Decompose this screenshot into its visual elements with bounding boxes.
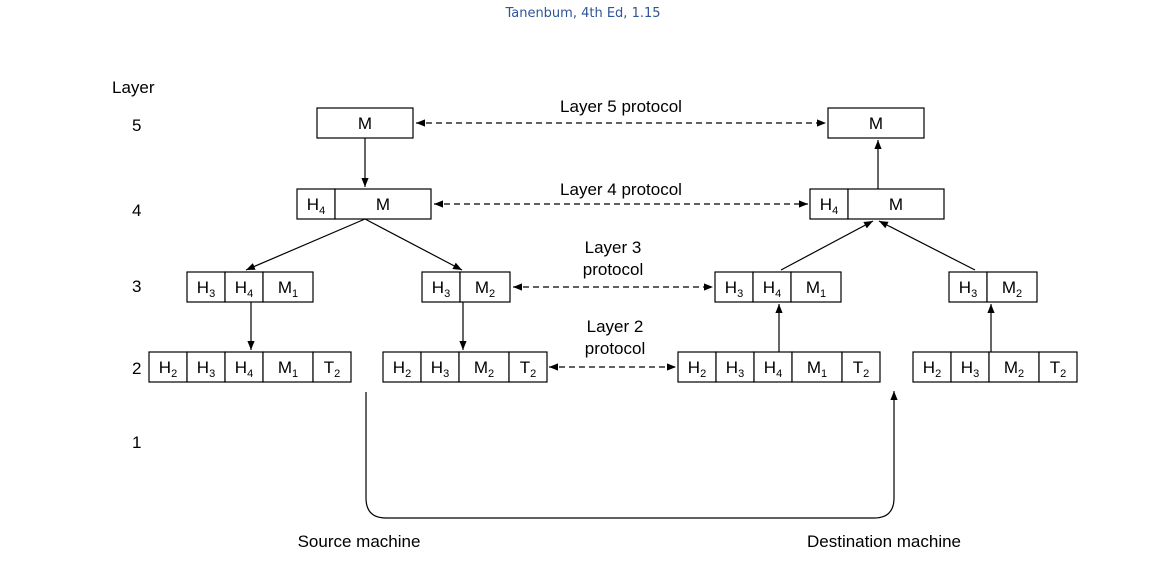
packet-cell-label: T2 — [324, 358, 341, 380]
packet-l2-source-b: H2 H3 M2 T2 — [382, 351, 548, 383]
packet-cell-label: M — [358, 114, 372, 133]
packet-cell — [420, 351, 460, 383]
packet-cell-label: T2 — [1050, 358, 1067, 380]
packet-cell-label: M2 — [475, 278, 495, 300]
packet-l4-source: H4 M — [296, 188, 432, 220]
layer-number-2: 2 — [132, 359, 141, 378]
packet-cell — [841, 351, 881, 383]
packet-cell — [677, 351, 717, 383]
packet-cell — [186, 351, 226, 383]
layer4-protocol-label: Layer 4 protocol — [560, 180, 682, 199]
packet-l3-destination-a: H3 H4 M1 — [714, 271, 842, 303]
layer2-protocol-label-line2: protocol — [585, 339, 645, 358]
packet-cell-label: H4 — [307, 195, 325, 217]
arrow-l4-to-l3a-source — [245, 218, 366, 271]
packet-cell — [791, 351, 843, 383]
packet-cell-label: M1 — [278, 358, 298, 380]
packet-cell-label: H3 — [432, 278, 450, 300]
packet-cell-label: H3 — [197, 358, 215, 380]
packet-cell — [224, 271, 264, 303]
packet-cell — [986, 271, 1038, 303]
packet-cell-label: M2 — [474, 358, 494, 380]
packet-cell-label: M1 — [807, 358, 827, 380]
packet-cell-label: M1 — [278, 278, 298, 300]
packet-cell — [714, 271, 754, 303]
layer-number-3: 3 — [132, 277, 141, 296]
packet-cell-label: M — [376, 195, 390, 214]
packet-cell-label: H3 — [961, 358, 979, 380]
packet-cell-label: H3 — [959, 278, 977, 300]
packet-cell-label: H4 — [764, 358, 782, 380]
packet-cell — [262, 271, 314, 303]
packet-cell-label: H2 — [923, 358, 941, 380]
packet-cell — [186, 271, 226, 303]
packet-cell — [224, 351, 264, 383]
packet-cell-label: H2 — [688, 358, 706, 380]
packet-cell — [790, 271, 842, 303]
figure-caption: Tanenbum, 4th Ed, 1.15 — [505, 6, 661, 21]
packet-cell-label: H3 — [431, 358, 449, 380]
layer-number-1: 1 — [132, 433, 141, 452]
physical-medium-path — [365, 391, 898, 519]
packet-l5-source: M — [316, 107, 414, 139]
packet-cell-label: T2 — [520, 358, 537, 380]
packet-l3-source-a: H3 H4 M1 — [186, 271, 314, 303]
layer2-protocol-label-line1: Layer 2 — [587, 317, 644, 336]
packet-cell — [382, 351, 422, 383]
packet-cell — [334, 188, 432, 220]
layer-number-5: 5 — [132, 116, 141, 135]
packet-cell-label: H4 — [820, 195, 838, 217]
packet-l3-source-b: H3 M2 — [421, 271, 511, 303]
packet-cell-label: M2 — [1004, 358, 1024, 380]
packet-cell — [312, 351, 352, 383]
layer3-protocol-label-line1: Layer 3 — [585, 238, 642, 257]
destination-machine-label: Destination machine — [807, 532, 961, 551]
packet-cell-label: M2 — [1002, 278, 1022, 300]
packet-l4-destination: H4 M — [809, 188, 945, 220]
packet-cell — [827, 107, 925, 139]
layer5-protocol-label: Layer 5 protocol — [560, 97, 682, 116]
packet-cell — [421, 271, 461, 303]
packet-cell-label: M — [889, 195, 903, 214]
packet-cell — [847, 188, 945, 220]
packet-cell-label: H4 — [763, 278, 781, 300]
packet-l3-destination-b: H3 M2 — [948, 271, 1038, 303]
packet-cell — [1038, 351, 1078, 383]
packet-cell — [508, 351, 548, 383]
layer-number-4: 4 — [132, 201, 141, 220]
packet-cell-label: H3 — [726, 358, 744, 380]
source-machine-label: Source machine — [298, 532, 421, 551]
packet-l2-source-a: H2 H3 H4 M1 T2 — [148, 351, 352, 383]
packet-cell — [458, 351, 510, 383]
packet-l5-destination: M — [827, 107, 925, 139]
packet-cell — [262, 351, 314, 383]
packet-l2-destination-b: H2 H3 M2 T2 — [912, 351, 1078, 383]
packet-cell — [459, 271, 511, 303]
packet-cell — [950, 351, 990, 383]
packet-cell — [148, 351, 188, 383]
packet-cell-label: H4 — [235, 358, 253, 380]
packet-cell-label: M1 — [806, 278, 826, 300]
arrow-l4-to-l3b-source — [364, 218, 463, 271]
packet-cell-label: H3 — [725, 278, 743, 300]
packet-cell — [715, 351, 755, 383]
packet-cell — [948, 271, 988, 303]
packet-cell — [316, 107, 414, 139]
packet-cell-label: M — [869, 114, 883, 133]
arrow-l3a-to-l4-destination — [780, 220, 874, 271]
packet-l2-destination-a: H2 H3 H4 M1 T2 — [677, 351, 881, 383]
packet-cell-label: T2 — [853, 358, 870, 380]
packet-cell-label: H3 — [197, 278, 215, 300]
packet-cell-label: H2 — [159, 358, 177, 380]
packet-cell-label: H2 — [393, 358, 411, 380]
arrow-l3b-to-l4-destination — [878, 220, 976, 271]
packet-cell-label: H4 — [235, 278, 253, 300]
layer3-protocol-label-line2: protocol — [583, 260, 643, 279]
layer-heading: Layer — [112, 78, 155, 97]
